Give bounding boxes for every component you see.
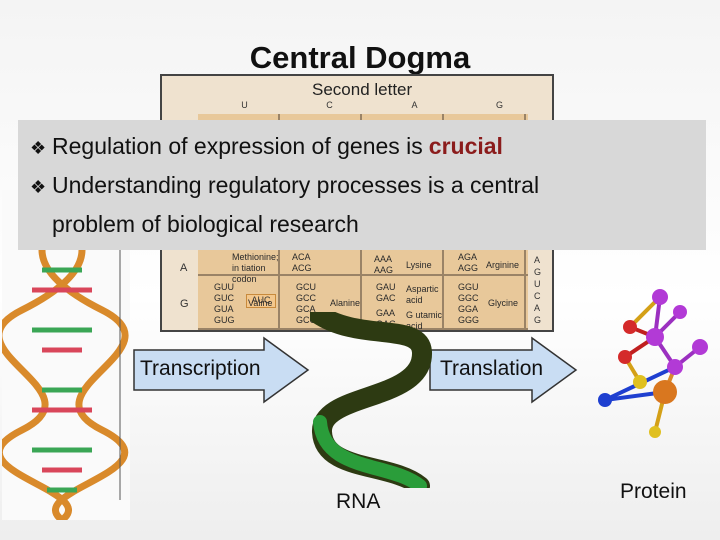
third-letter: G bbox=[534, 267, 542, 277]
codon-table-header: Second letter bbox=[312, 80, 413, 99]
column-letter: A bbox=[411, 100, 418, 110]
transcription-arrow bbox=[133, 336, 310, 404]
column-letter: C bbox=[326, 100, 333, 110]
third-letter: A bbox=[534, 303, 541, 313]
table-cell: AAA AAG bbox=[374, 254, 394, 275]
table-cell: GUU GUC GUA GUG bbox=[214, 282, 235, 325]
transcription-label: Transcription bbox=[140, 357, 261, 380]
protein-label: Protein bbox=[620, 480, 687, 503]
highlighted-codon: AUC bbox=[246, 294, 276, 308]
third-letters: A G U C A G bbox=[534, 254, 541, 326]
table-cell: ACA ACG bbox=[292, 252, 312, 273]
table-cell: Glycine bbox=[488, 298, 519, 308]
third-letter: C bbox=[534, 291, 541, 301]
bullet-item: ❖ Understanding regulatory processes is … bbox=[30, 167, 694, 206]
third-letter: G bbox=[534, 315, 542, 325]
translation-label: Translation bbox=[440, 357, 544, 380]
table-cell: Lysine bbox=[406, 260, 432, 270]
table-cell: GAU GAC bbox=[376, 282, 396, 303]
table-cell: Alanine bbox=[330, 298, 361, 308]
bullet-text: Understanding regulatory processes is a … bbox=[52, 172, 540, 198]
codon-table-columns: U C A G bbox=[202, 100, 542, 114]
bullet-text: problem of biological research bbox=[52, 211, 359, 237]
table-cell: AGA AGG bbox=[458, 252, 479, 273]
slide-title: Central Dogma bbox=[249, 40, 471, 75]
bullet-box: ❖ Regulation of expression of genes is c… bbox=[18, 120, 706, 250]
row-letter: A bbox=[180, 262, 188, 274]
protein-molecule-icon bbox=[598, 289, 708, 438]
rna-strand-icon bbox=[310, 312, 432, 488]
bullet-emphasis: crucial bbox=[428, 133, 503, 159]
column-letter: U bbox=[241, 100, 248, 110]
table-cell: GGU GGC GGA GGG bbox=[458, 282, 480, 325]
row-letter: G bbox=[180, 298, 189, 310]
third-letter: A bbox=[534, 255, 541, 265]
bullet-text: Regulation of expression of genes is bbox=[52, 133, 423, 159]
table-cell: Methionine; in tiation codon bbox=[232, 252, 279, 284]
rna-label: RNA bbox=[336, 490, 381, 513]
translation-arrow bbox=[429, 336, 578, 404]
table-cell: G utamic acid bbox=[406, 310, 443, 331]
table-cell: Valine bbox=[248, 298, 273, 308]
diamond-bullet-icon: ❖ bbox=[30, 138, 47, 158]
diamond-bullet-icon: ❖ bbox=[30, 177, 47, 197]
table-cell: GCU GCC GCA GCG bbox=[296, 282, 317, 325]
table-cell: Arginine bbox=[486, 260, 520, 270]
column-letter: G bbox=[495, 100, 503, 110]
bullet-continuation: problem of biological research bbox=[30, 206, 694, 243]
bullet-item: ❖ Regulation of expression of genes is c… bbox=[30, 128, 694, 167]
table-cell: Aspartic acid bbox=[406, 284, 439, 305]
third-letter: U bbox=[534, 279, 541, 289]
